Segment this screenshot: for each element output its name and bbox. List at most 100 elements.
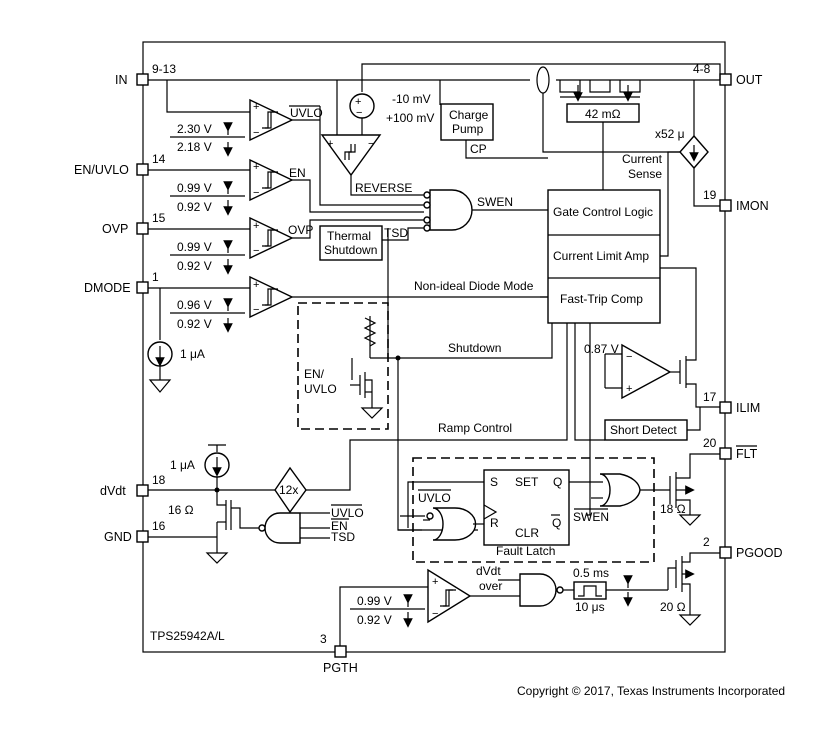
- svg-text:OUT: OUT: [736, 73, 763, 87]
- svg-text:−: −: [253, 245, 259, 257]
- fault-latch-block: S SET Q R CLR Q UVLO SWEN Fault Latch: [398, 457, 670, 563]
- svg-text:−: −: [356, 107, 362, 119]
- svg-text:CP: CP: [470, 142, 487, 156]
- svg-text:18 Ω: 18 Ω: [660, 502, 686, 516]
- svg-text:SWEN: SWEN: [573, 510, 609, 524]
- pin-ovp: OVP 15: [102, 211, 166, 236]
- en-comparator: + − EN 0.99 V 0.92 V: [148, 158, 311, 216]
- svg-text:0.92 V: 0.92 V: [177, 200, 212, 214]
- svg-text:Shutdown: Shutdown: [324, 243, 377, 257]
- svg-text:OVP: OVP: [102, 222, 128, 236]
- svg-text:R: R: [490, 516, 499, 530]
- svg-text:DMODE: DMODE: [84, 281, 131, 295]
- svg-text:x52 μ: x52 μ: [655, 127, 685, 141]
- svg-text:Q: Q: [552, 516, 561, 530]
- svg-text:0.5 ms: 0.5 ms: [573, 566, 609, 580]
- svg-text:−: −: [253, 187, 259, 199]
- svg-text:+: +: [253, 161, 259, 173]
- svg-text:CLR: CLR: [515, 526, 539, 540]
- svg-text:42 mΩ: 42 mΩ: [585, 107, 621, 121]
- pin-in: IN 9-13: [115, 62, 176, 87]
- current-limit-amp: Current Limit Amp: [553, 249, 649, 263]
- svg-text:Shutdown: Shutdown: [448, 341, 501, 355]
- svg-text:20: 20: [703, 436, 717, 450]
- svg-text:Current: Current: [622, 152, 663, 166]
- svg-text:OVP: OVP: [288, 223, 313, 237]
- dmode-comparator: + − 0.96 V 0.92 V 1 μA Non-ideal Diode M…: [147, 275, 548, 393]
- svg-text:ILIM: ILIM: [736, 401, 760, 415]
- svg-text:+: +: [355, 96, 361, 108]
- svg-text:dVdt: dVdt: [100, 484, 126, 498]
- svg-text:Sense: Sense: [628, 167, 662, 181]
- svg-text:TSD: TSD: [384, 226, 408, 240]
- svg-text:−: −: [626, 351, 632, 363]
- svg-text:S: S: [490, 475, 498, 489]
- svg-text:UVLO: UVLO: [331, 506, 364, 520]
- svg-text:Q: Q: [553, 475, 562, 489]
- ramp-control: Ramp Control 12x 1 μA 16 Ω: [148, 323, 568, 564]
- current-sense: x52 μ Current Sense: [622, 80, 720, 257]
- pin-ilim: ILIM 17: [703, 390, 760, 415]
- power-path: 42 mΩ: [148, 63, 721, 190]
- svg-text:Short Detect: Short Detect: [610, 423, 677, 437]
- svg-text:12x: 12x: [279, 483, 298, 497]
- svg-text:1 μA: 1 μA: [180, 347, 205, 361]
- fast-trip-comp: Fast-Trip Comp: [560, 292, 643, 306]
- charge-pump-block: Charge Pump CP: [440, 103, 548, 159]
- copyright: Copyright © 2017, Texas Instruments Inco…: [517, 684, 785, 698]
- ilim-amp: − + 0.87 V: [574, 267, 720, 441]
- svg-text:16: 16: [152, 519, 166, 533]
- pin-out: OUT 4-8: [693, 62, 763, 87]
- svg-text:Fault Latch: Fault Latch: [496, 544, 555, 558]
- svg-text:14: 14: [152, 152, 166, 166]
- svg-text:9-13: 9-13: [152, 62, 176, 76]
- uvlo-comparator: + − UVLO 2.30 V 2.18 V: [170, 98, 323, 157]
- pin-imon: IMON 19: [703, 188, 769, 213]
- svg-text:+: +: [253, 101, 259, 113]
- svg-text:4-8: 4-8: [693, 62, 711, 76]
- pin-en-uvlo: EN/UVLO 14: [74, 152, 166, 177]
- svg-text:+: +: [253, 279, 259, 291]
- svg-text:EN: EN: [289, 166, 306, 180]
- pin-gnd: GND 16: [104, 519, 166, 544]
- svg-text:UVLO: UVLO: [304, 382, 337, 396]
- svg-text:+100 mV: +100 mV: [386, 111, 434, 125]
- svg-text:−: −: [253, 304, 259, 316]
- svg-text:over: over: [479, 579, 502, 593]
- svg-text:−: −: [432, 608, 438, 620]
- svg-text:-10 mV: -10 mV: [392, 92, 431, 106]
- pin-pgood: PGOOD 2: [703, 535, 783, 560]
- flt-output-stage: 18 Ω: [660, 453, 720, 526]
- svg-text:dVdt: dVdt: [476, 564, 501, 578]
- svg-text:+: +: [626, 383, 632, 395]
- svg-text:Ramp Control: Ramp Control: [438, 421, 512, 435]
- control-stack: Gate Control Logic Current Limit Amp Fas…: [540, 189, 661, 324]
- svg-text:1 μA: 1 μA: [170, 458, 195, 472]
- svg-text:17: 17: [703, 390, 717, 404]
- svg-text:19: 19: [703, 188, 717, 202]
- svg-text:10 μs: 10 μs: [575, 600, 605, 614]
- svg-text:Charge: Charge: [449, 108, 489, 122]
- pin-dvdt: dVdt 18: [100, 473, 166, 498]
- svg-text:TSD: TSD: [331, 530, 355, 544]
- svg-text:REVERSE: REVERSE: [355, 181, 412, 195]
- svg-text:20 Ω: 20 Ω: [660, 600, 686, 614]
- svg-text:18: 18: [152, 473, 166, 487]
- pin-dmode: DMODE 1: [84, 270, 159, 295]
- svg-text:16 Ω: 16 Ω: [168, 503, 194, 517]
- svg-text:IMON: IMON: [736, 199, 769, 213]
- thermal-shutdown-block: Thermal Shutdown TSD: [319, 225, 425, 261]
- svg-text:IN: IN: [115, 73, 128, 87]
- svg-text:0.99 V: 0.99 V: [177, 240, 212, 254]
- svg-text:−: −: [253, 127, 259, 139]
- svg-text:EN/UVLO: EN/UVLO: [74, 163, 129, 177]
- svg-text:2: 2: [703, 535, 710, 549]
- pin-flt: FLT 20: [703, 436, 758, 461]
- svg-text:15: 15: [152, 211, 166, 225]
- svg-text:+: +: [327, 138, 333, 150]
- svg-text:Thermal: Thermal: [327, 229, 371, 243]
- svg-text:0.99 V: 0.99 V: [357, 594, 392, 608]
- swen-and-gate: SWEN: [309, 106, 548, 232]
- svg-text:0.92 V: 0.92 V: [177, 259, 212, 273]
